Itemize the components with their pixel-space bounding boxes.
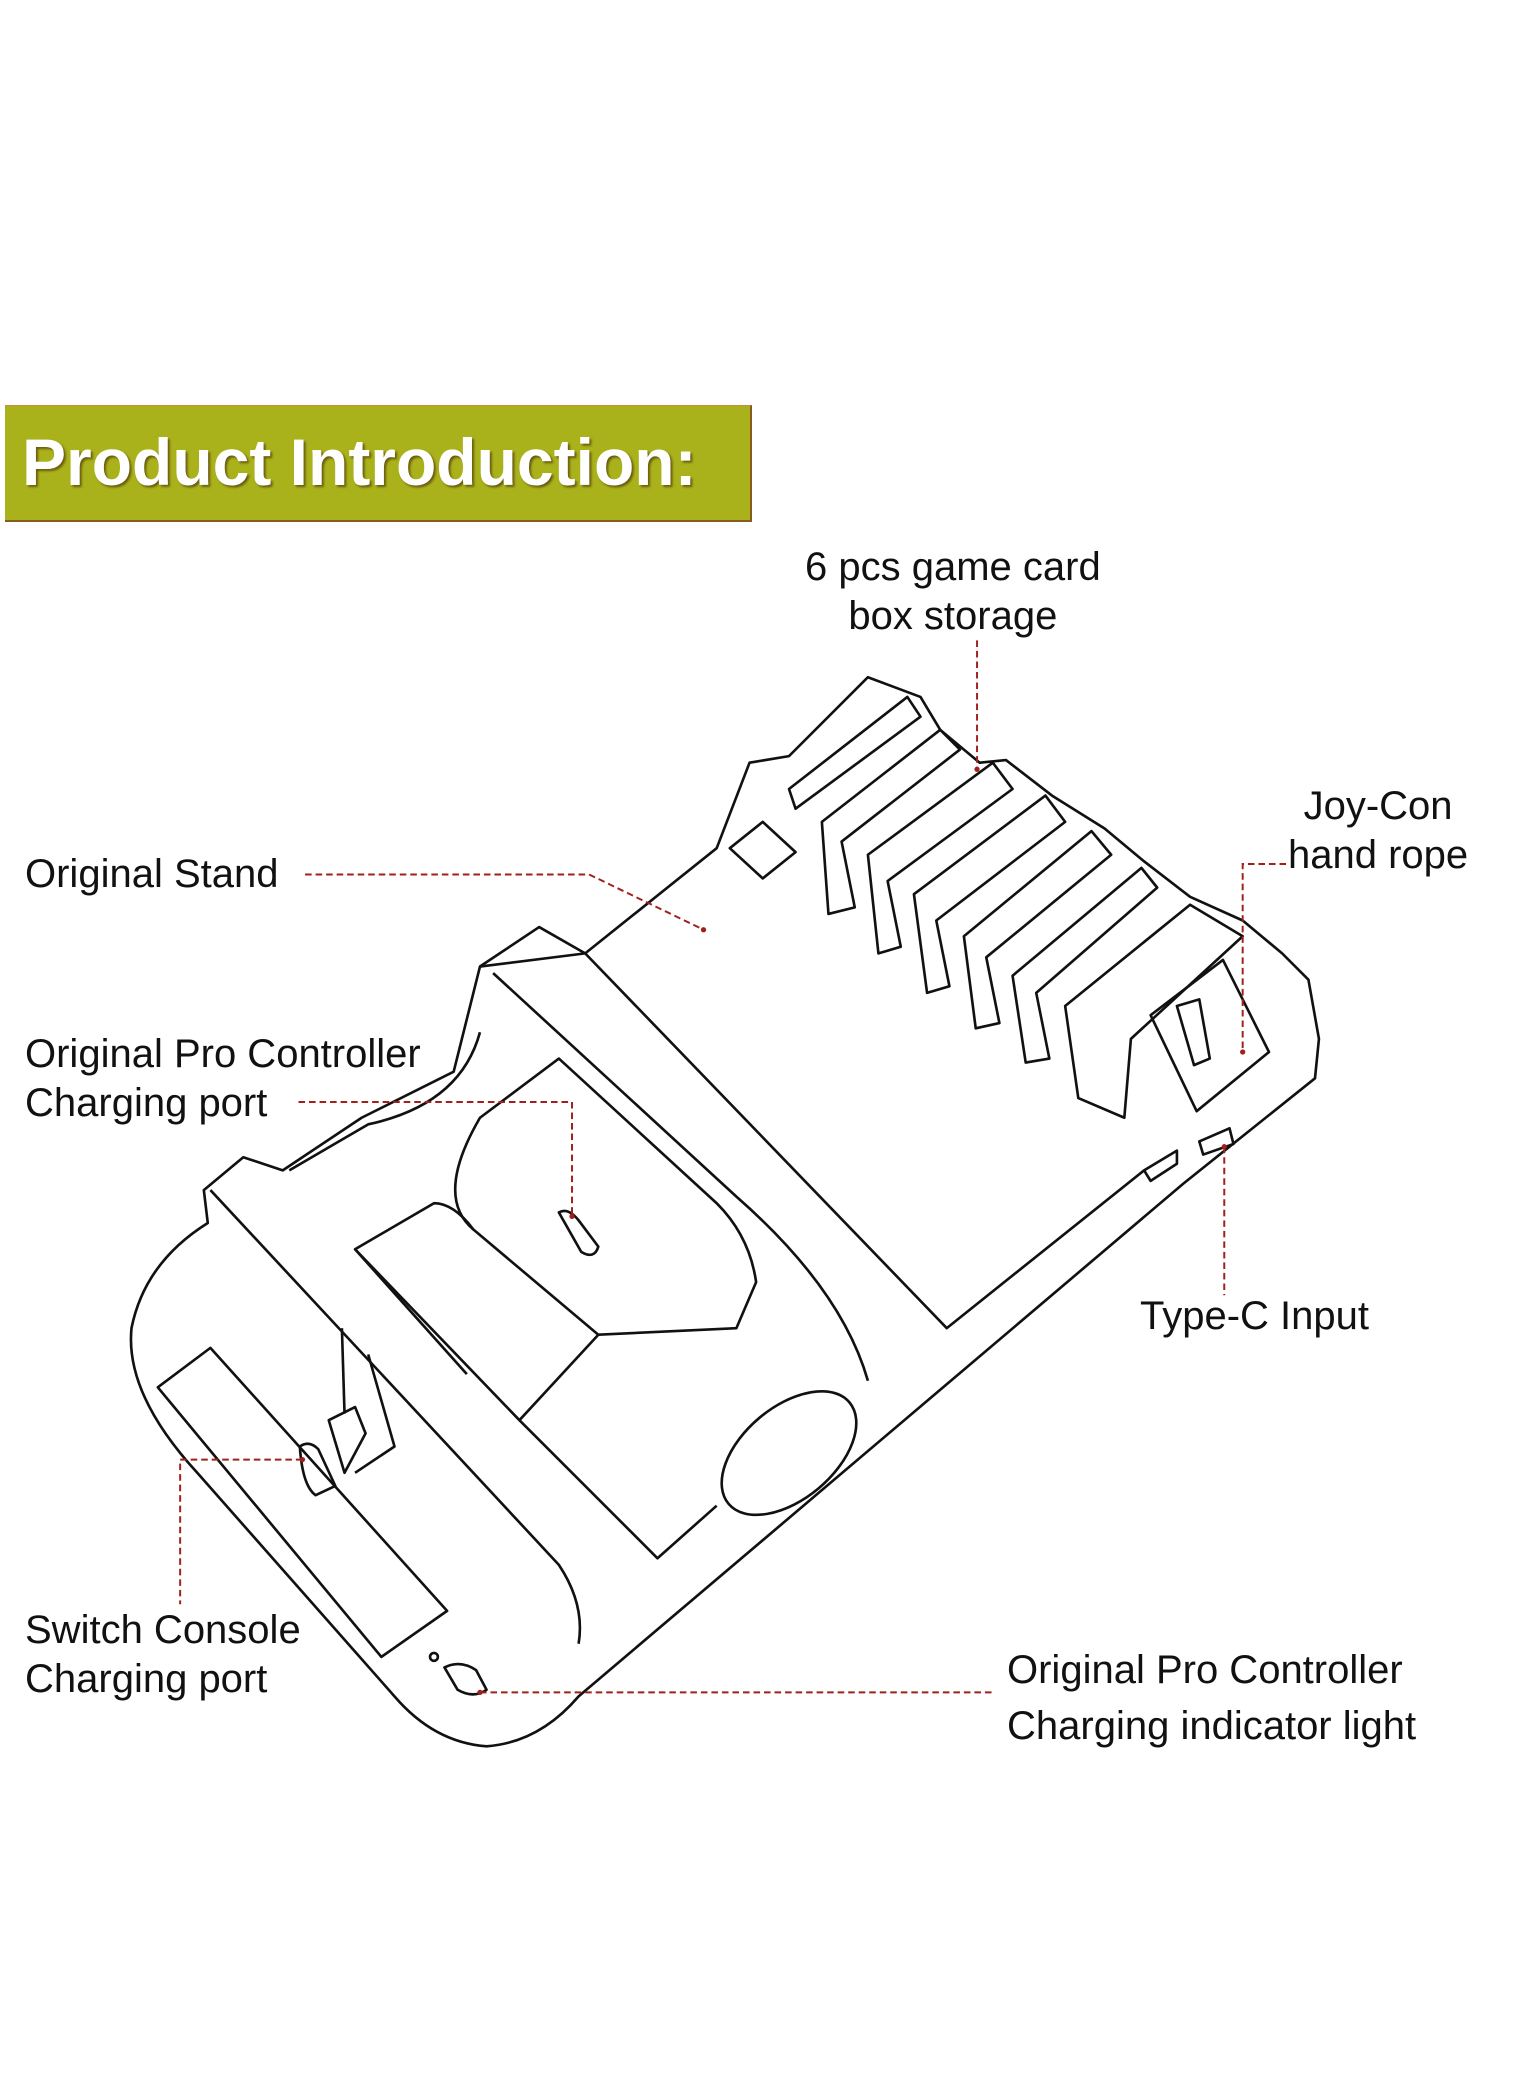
- label-line: box storage: [848, 594, 1058, 638]
- label-line: hand rope: [1288, 833, 1469, 877]
- label-original-stand: Original Stand: [25, 852, 279, 896]
- leader-pro-port: [298, 1100, 574, 1217]
- label-joycon-rope: Joy-Con hand rope: [1288, 782, 1468, 880]
- leader-switch-port: [179, 1458, 303, 1605]
- section-banner: Product Introduction:: [5, 405, 752, 522]
- label-line: Original Pro Controller: [25, 1032, 421, 1076]
- label-line: Original Pro Controller: [1007, 1648, 1403, 1692]
- label-line: Charging port: [25, 1081, 268, 1125]
- dock-outline: [129, 675, 1321, 1748]
- label-line: Charging indicator light: [1007, 1704, 1417, 1748]
- label-line: Joy-Con: [1303, 784, 1453, 828]
- leader-joycon-rope: [1241, 862, 1287, 1053]
- label-pro-light: Original Pro Controller Charging indicat…: [1007, 1642, 1416, 1754]
- section-title: Product Introduction:: [22, 425, 697, 499]
- leader-original-stand: [305, 873, 704, 931]
- label-line: Switch Console: [25, 1608, 301, 1652]
- label-switch-port: Switch Console Charging port: [25, 1606, 301, 1704]
- label-typec: Type-C Input: [1140, 1294, 1370, 1338]
- label-pro-port: Original Pro Controller Charging port: [25, 1030, 421, 1128]
- label-card-storage: 6 pcs game card box storage: [805, 543, 1101, 641]
- label-line: Charging port: [25, 1657, 268, 1701]
- label-line: 6 pcs game card: [805, 545, 1101, 589]
